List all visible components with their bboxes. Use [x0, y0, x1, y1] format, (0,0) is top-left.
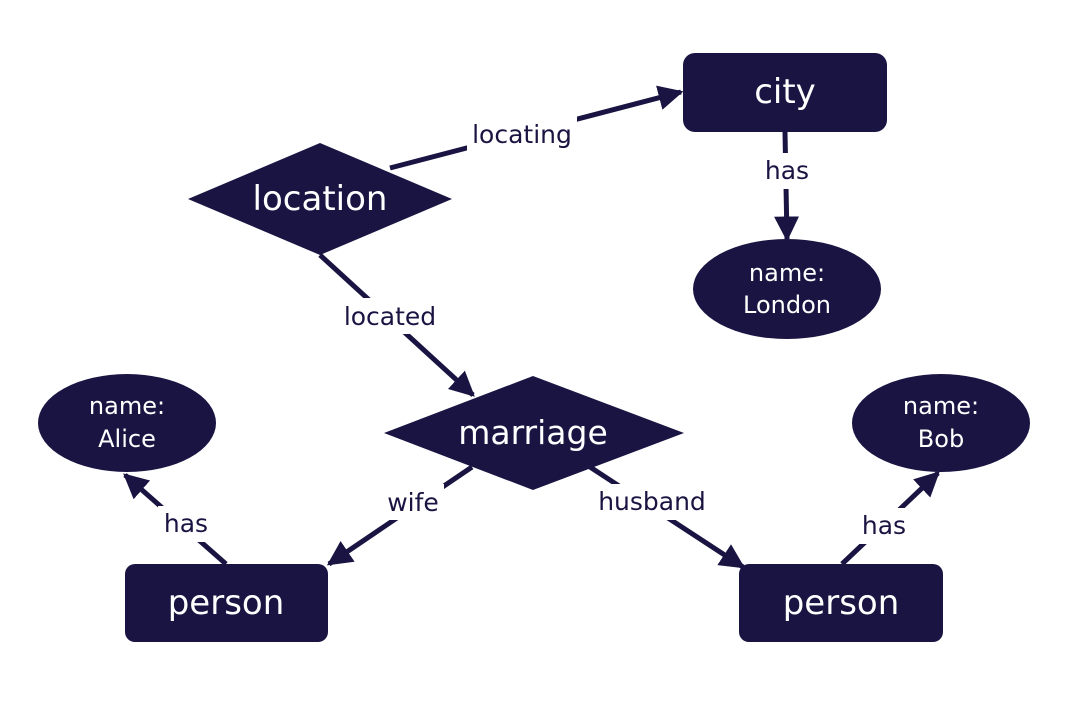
node-london-line2: London: [743, 291, 831, 319]
edge-alice-has-label-bg: [158, 506, 214, 542]
node-city: city: [683, 53, 887, 132]
node-alice-ellipse: [38, 374, 216, 472]
node-alice: name: Alice: [38, 374, 216, 472]
edge-locating: locating: [389, 85, 684, 171]
node-london-ellipse: [693, 239, 881, 339]
node-person-right-box: [739, 564, 943, 642]
node-person-right-label: person: [783, 583, 900, 623]
node-bob-line2: Bob: [918, 425, 964, 453]
edge-city-has-label: has: [765, 156, 809, 185]
node-london: name: London: [693, 239, 881, 339]
edge-husband-label-bg: [594, 484, 712, 520]
edge-wife-label-bg: [382, 484, 444, 520]
node-location: location: [188, 143, 452, 255]
edge-city-has-label-bg: [760, 153, 814, 189]
edge-husband: husband: [588, 464, 746, 570]
edge-wife-label: wife: [387, 488, 439, 517]
node-marriage-diamond: [384, 376, 684, 490]
edge-located-label-bg: [338, 298, 442, 334]
edge-located: located: [318, 253, 475, 397]
node-bob-line1: name:: [903, 392, 979, 420]
edge-locating-label: locating: [472, 120, 572, 149]
node-marriage: marriage: [384, 376, 684, 490]
edge-husband-label: husband: [598, 487, 706, 516]
edge-bob-has-label-bg: [856, 508, 912, 544]
node-person-right: person: [739, 564, 943, 642]
node-marriage-label: marriage: [458, 413, 608, 452]
node-person-left: person: [125, 564, 328, 642]
node-city-label: city: [754, 72, 816, 112]
edge-city-has: has: [760, 131, 814, 242]
node-city-box: [683, 53, 887, 132]
edge-located-label: located: [344, 302, 436, 331]
edge-locating-label-bg: [467, 116, 577, 152]
node-bob-ellipse: [852, 374, 1030, 472]
node-bob: name: Bob: [852, 374, 1030, 472]
node-location-label: location: [253, 179, 388, 219]
edge-bob-has: has: [840, 471, 940, 566]
node-alice-line1: name:: [89, 392, 165, 420]
node-london-line1: name:: [749, 259, 825, 287]
edge-alice-has-label: has: [164, 509, 208, 538]
node-alice-line2: Alice: [98, 425, 156, 453]
node-person-left-box: [125, 564, 328, 642]
node-person-left-label: person: [168, 583, 285, 623]
node-location-diamond: [188, 143, 452, 255]
edge-bob-has-label: has: [862, 511, 906, 540]
edge-wife: wife: [326, 464, 474, 567]
edge-alice-has: has: [123, 473, 228, 566]
